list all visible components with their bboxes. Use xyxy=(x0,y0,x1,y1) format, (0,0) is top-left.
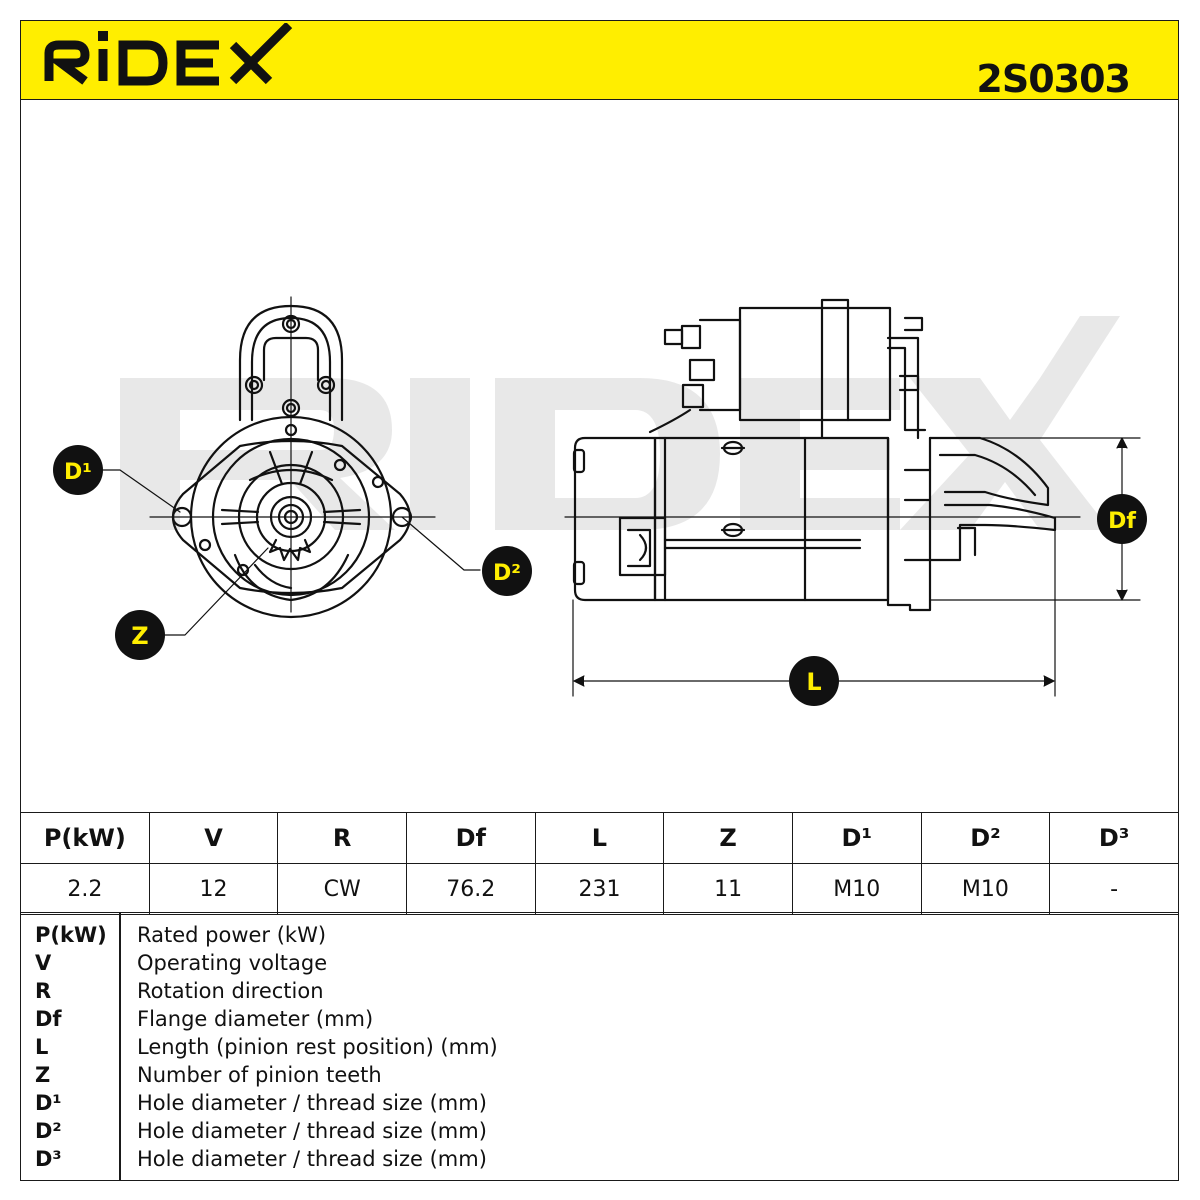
legend-description: Hole diameter / thread size (mm) xyxy=(137,1091,487,1115)
legend-row: R Rotation direction xyxy=(21,979,1121,1007)
legend-symbol: R xyxy=(35,979,52,1003)
svg-text:D²: D² xyxy=(493,561,521,586)
legend-row: D² Hole diameter / thread size (mm) xyxy=(21,1119,1121,1147)
legend-description: Flange diameter (mm) xyxy=(137,1007,374,1031)
svg-text:D¹: D¹ xyxy=(64,460,92,485)
spec-header-cell: L xyxy=(534,812,665,864)
legend-row: D¹ Hole diameter / thread size (mm) xyxy=(21,1091,1121,1119)
legend-divider xyxy=(119,913,121,1180)
spec-value-cell: M10 xyxy=(791,863,922,915)
spec-header-cell: V xyxy=(148,812,279,864)
badge-z: Z xyxy=(115,610,165,660)
legend-description: Hole diameter / thread size (mm) xyxy=(137,1119,487,1143)
spec-value-cell: 76.2 xyxy=(405,863,536,915)
legend-symbol: D² xyxy=(35,1119,62,1143)
spec-header-cell: P(kW) xyxy=(20,812,150,864)
front-view xyxy=(149,296,436,619)
legend-row: D³ Hole diameter / thread size (mm) xyxy=(21,1147,1121,1175)
spec-value-cell: 11 xyxy=(663,863,793,915)
legend-description: Number of pinion teeth xyxy=(137,1063,382,1087)
spec-value-cell: - xyxy=(1049,863,1179,915)
spec-table: P(kW) V R Df L Z D¹ D² D³ 2.2 12 CW 76.2… xyxy=(20,812,1179,915)
legend-symbol: V xyxy=(35,951,52,975)
spec-value-cell: M10 xyxy=(920,863,1051,915)
legend-description: Operating voltage xyxy=(137,951,328,975)
legend-description: Hole diameter / thread size (mm) xyxy=(137,1147,487,1171)
spec-value-cell: CW xyxy=(277,863,407,915)
badge-df: Df xyxy=(1097,494,1147,544)
legend-row: V Operating voltage xyxy=(21,951,1121,979)
spec-header-cell: Df xyxy=(405,812,536,864)
svg-text:Df: Df xyxy=(1108,509,1136,534)
legend-symbol: D³ xyxy=(35,1147,62,1171)
spec-header-row: P(kW) V R Df L Z D¹ D² D³ xyxy=(20,812,1179,864)
watermark-logo xyxy=(120,316,1120,530)
spec-header-cell: R xyxy=(277,812,407,864)
spec-value-cell: 231 xyxy=(534,863,665,915)
legend: P(kW) Rated power (kW) V Operating volta… xyxy=(20,912,1179,1181)
technical-drawing: D¹ D² Z Df L xyxy=(53,296,1147,706)
dimension-lines xyxy=(99,437,1141,697)
legend-description: Length (pinion rest position) (mm) xyxy=(137,1035,498,1059)
legend-symbol: D¹ xyxy=(35,1091,62,1115)
legend-row: P(kW) Rated power (kW) xyxy=(21,923,1121,951)
brand-logo xyxy=(44,23,293,86)
svg-text:Z: Z xyxy=(131,622,148,650)
header-bar: 2S0303 xyxy=(20,20,1179,101)
spec-header-cell: Z xyxy=(663,812,793,864)
legend-description: Rated power (kW) xyxy=(137,923,327,947)
spec-value-cell: 12 xyxy=(148,863,279,915)
spec-value-row: 2.2 12 CW 76.2 231 11 M10 M10 - xyxy=(20,863,1179,915)
legend-symbol: Df xyxy=(35,1007,62,1031)
spec-value-cell: 2.2 xyxy=(20,863,150,915)
svg-text:L: L xyxy=(806,668,821,696)
legend-symbol: P(kW) xyxy=(35,923,107,947)
legend-symbol: L xyxy=(35,1035,49,1059)
legend-symbol: Z xyxy=(35,1063,51,1087)
part-number: 2S0303 xyxy=(976,57,1131,101)
legend-description: Rotation direction xyxy=(137,979,324,1003)
legend-row: Df Flange diameter (mm) xyxy=(21,1007,1121,1035)
badge-l: L xyxy=(789,656,839,706)
legend-row: L Length (pinion rest position) (mm) xyxy=(21,1035,1121,1063)
spec-header-cell: D¹ xyxy=(791,812,922,864)
spec-header-cell: D² xyxy=(920,812,1051,864)
spec-header-cell: D³ xyxy=(1049,812,1179,864)
badge-d2: D² xyxy=(482,546,532,596)
side-view xyxy=(564,298,1081,612)
legend-row: Z Number of pinion teeth xyxy=(21,1063,1121,1091)
badge-d1: D¹ xyxy=(53,445,103,495)
